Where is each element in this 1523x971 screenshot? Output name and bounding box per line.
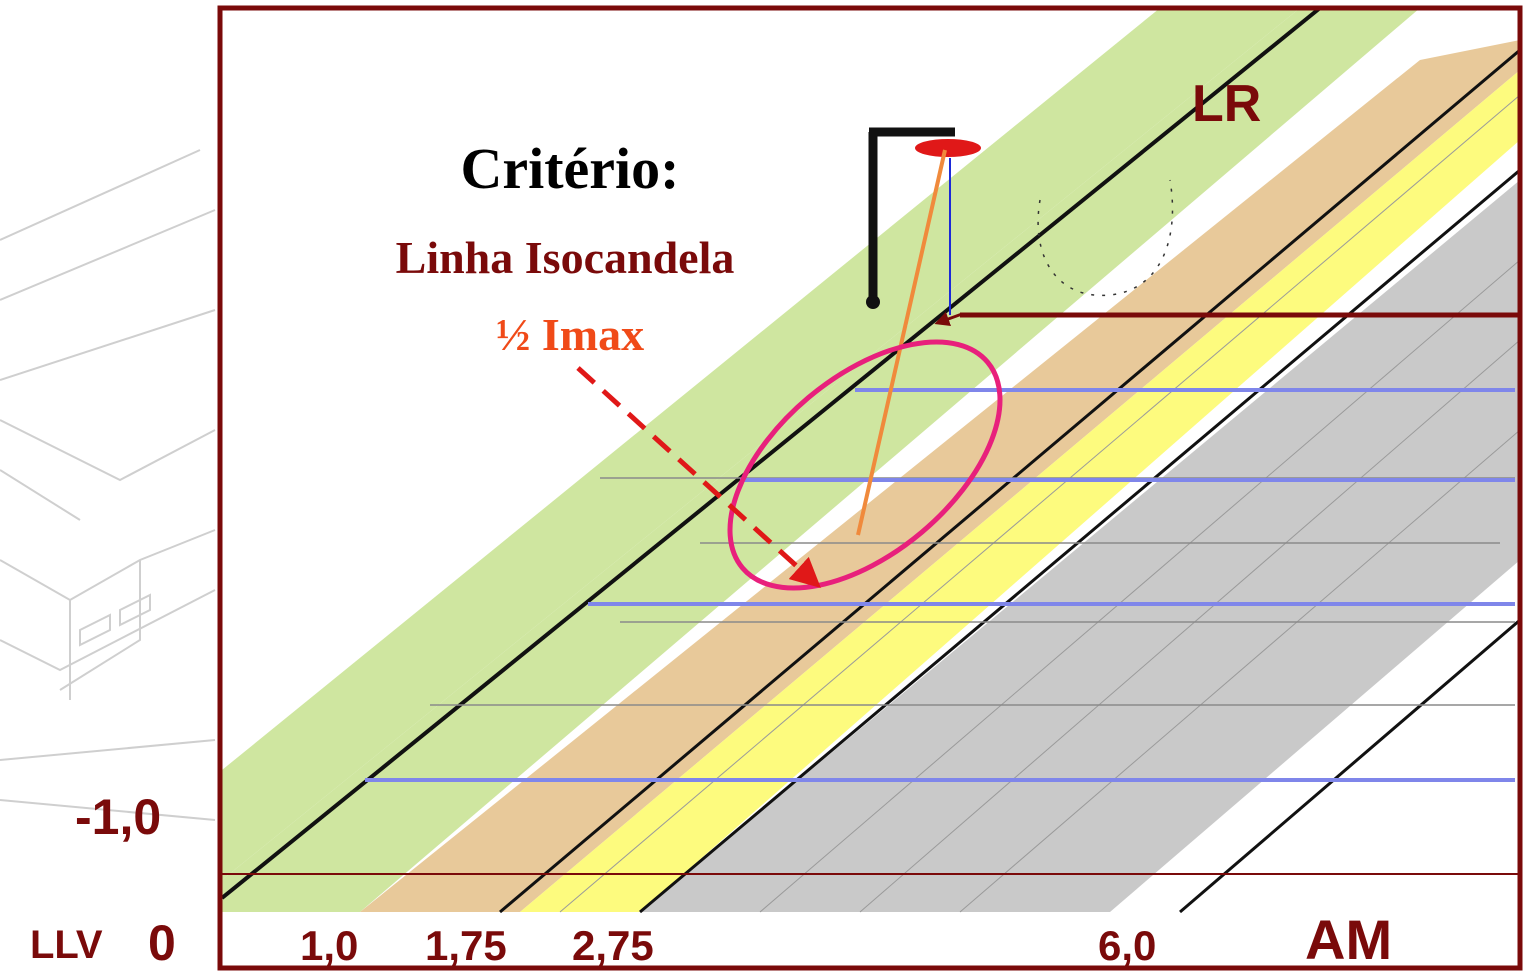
lr-label: LR	[1192, 75, 1262, 133]
zero-label: 0	[148, 915, 176, 971]
criterion-line1: Linha Isocandela	[395, 232, 735, 283]
x-tick-275: 2,75	[572, 922, 654, 969]
green-band-2	[222, 8, 1420, 912]
x-tick-175: 1,75	[425, 922, 507, 969]
x-tick-6: 6,0	[1098, 922, 1157, 969]
grey-band	[640, 180, 1520, 912]
llv-label: LLV	[30, 923, 103, 967]
tan-band	[360, 40, 1520, 912]
am-label: AM	[1305, 908, 1393, 971]
luminaire-pole	[866, 127, 981, 315]
minus-one-label: -1,0	[75, 789, 162, 845]
light-beam	[856, 149, 947, 536]
criterion-line2: ½ Imax	[495, 309, 645, 360]
criterion-title: Critério:	[460, 136, 680, 201]
diagram-frame	[217, 5, 1523, 971]
x-tick-1: 1,0	[300, 922, 359, 969]
yellow-band	[520, 70, 1520, 912]
criterion-arrow	[576, 366, 821, 589]
isocandela-ellipse	[727, 339, 1003, 591]
luminaire-lamp	[915, 139, 981, 157]
